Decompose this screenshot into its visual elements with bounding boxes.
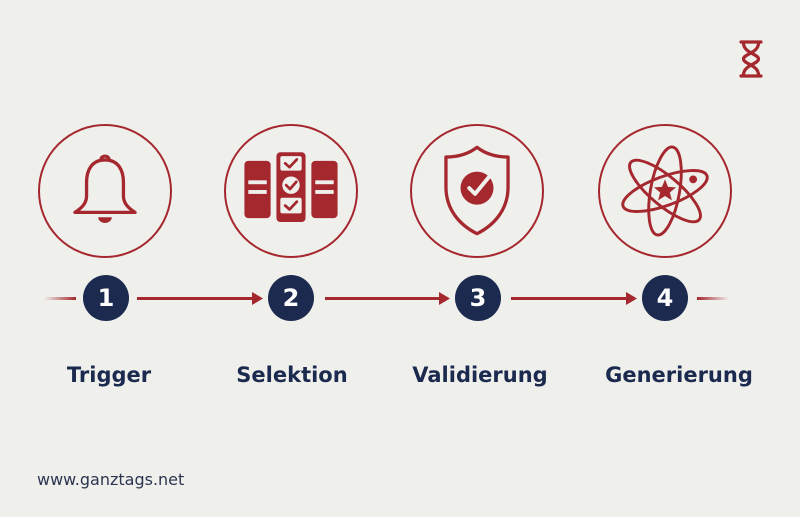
step-4-label: Generierung <box>605 363 753 387</box>
step-4-circle <box>598 124 732 258</box>
bell-icon <box>73 154 137 224</box>
step-2-number: 2 <box>268 275 314 321</box>
step-2-circle <box>224 124 358 258</box>
website-url: www.ganztags.net <box>37 470 185 489</box>
step-4-number: 4 <box>642 275 688 321</box>
atom-star-icon <box>621 145 709 237</box>
step-2-label: Selektion <box>236 363 348 387</box>
selection-columns-icon <box>244 152 338 223</box>
step-3-circle <box>410 124 544 258</box>
step-3-number: 3 <box>455 275 501 321</box>
step-1-label: Trigger <box>66 363 152 387</box>
step-1-circle <box>38 124 172 258</box>
process-flow-arrows <box>44 292 729 305</box>
step-1-number: 1 <box>83 275 129 321</box>
step-3-label: Validierung <box>412 363 548 387</box>
shield-check-icon <box>444 145 510 236</box>
hourglass-icon <box>739 40 763 78</box>
